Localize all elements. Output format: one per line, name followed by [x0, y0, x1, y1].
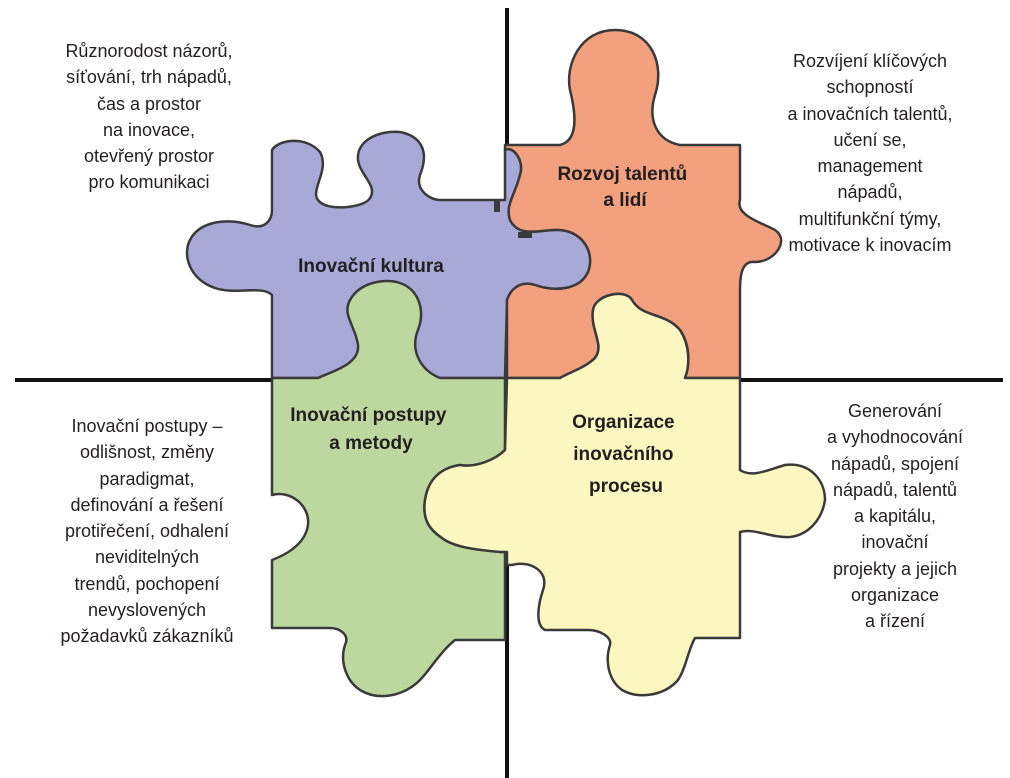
description-top-right: Rozvíjení klíčových schopností a inovačn… [745, 48, 995, 258]
description-line: a kapitálu, [853, 506, 937, 527]
description-line: na inovace, [102, 119, 196, 140]
description-line: trendů, pochopení [74, 573, 220, 594]
description-line: čas a prostor [96, 93, 202, 114]
description-line: Různorodost názorů, [65, 41, 233, 61]
label-talent-development: Rozvoj talentů a lidí [557, 164, 692, 211]
description-line: požadavků zákazníků [60, 626, 234, 647]
label-process-organization: Organizace inovačního procesu [572, 412, 680, 497]
description-line: nápadů, [837, 182, 903, 203]
description-line: otevřený prostor [83, 146, 215, 167]
description-line: nevyslovených [87, 600, 207, 621]
description-line: a vyhodnocování [826, 427, 964, 448]
description-line: nápadů, talentů [832, 479, 958, 500]
description-line: nápadů, spojení [830, 453, 960, 474]
description-line: Rozvíjení klíčových [792, 51, 948, 71]
piece-edge-mark [494, 200, 500, 212]
description-line: odlišnost, změny [79, 442, 215, 463]
description-line: Inovační postupy – [71, 416, 223, 436]
description-line: paradigmat, [99, 468, 195, 489]
piece-edge-mark [518, 232, 532, 238]
piece-process-organization [423, 292, 827, 697]
label-innovation-culture: Inovační kultura [298, 256, 444, 277]
description-line: schopností [826, 77, 914, 98]
description-line: organizace [850, 585, 940, 606]
description-bottom-left: Inovační postupy – odlišnost, změny para… [22, 413, 272, 650]
description-line: inovační [861, 532, 929, 553]
label-innovation-methods: Inovační postupy a metody [290, 405, 452, 454]
description-line: Generování [847, 401, 943, 421]
description-top-left: Různorodost názorů, síťování, trh nápadů… [34, 38, 264, 196]
description-line: učení se, [833, 129, 907, 150]
description-line: a inovačních talentů, [787, 103, 953, 124]
description-line: definování a řešení [70, 494, 224, 515]
description-line: a řízení [864, 611, 926, 632]
description-line: motivace k inovacím [788, 235, 952, 256]
description-line: multifunkční týmy, [798, 208, 942, 229]
description-bottom-right: Generování a vyhodnocování nápadů, spoje… [790, 398, 1000, 635]
description-line: projekty a jejich [832, 558, 958, 579]
description-line: síťování, trh nápadů, [66, 67, 232, 88]
description-line: pro komunikaci [88, 172, 210, 193]
description-line: management [817, 156, 923, 177]
description-line: neviditelných [94, 547, 200, 568]
description-line: protiřečení, odhalení [64, 521, 230, 542]
